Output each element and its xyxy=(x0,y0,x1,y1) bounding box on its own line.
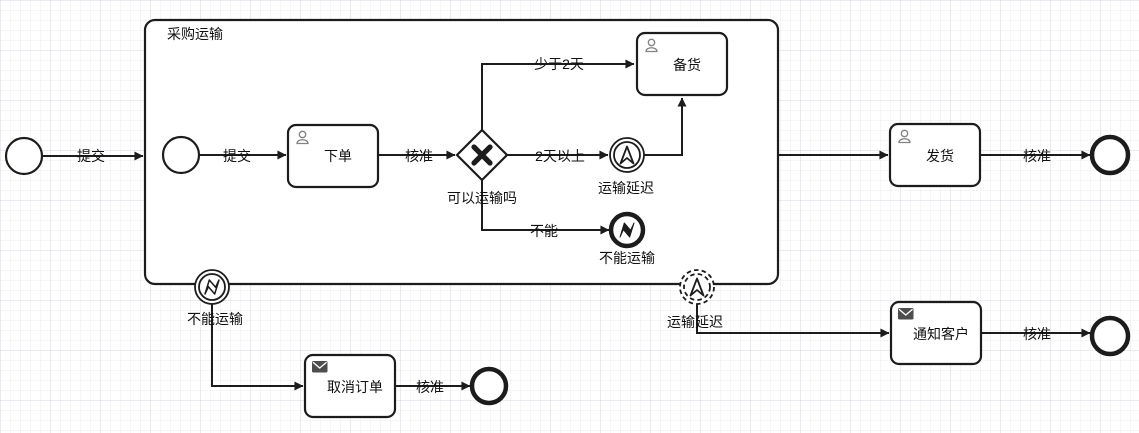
start-event-inner[interactable] xyxy=(161,135,201,175)
end-event-ship[interactable] xyxy=(1089,134,1131,176)
flow-boundary-error-to-cancel[interactable] xyxy=(211,304,304,391)
task-ship-goods[interactable]: 发货 xyxy=(888,122,982,188)
error-bolt-icon xyxy=(619,222,635,238)
error-end-event[interactable]: 不能运输 xyxy=(599,211,655,266)
boundary-escalation-label: 运输延迟 xyxy=(667,314,723,330)
start-event-outer[interactable] xyxy=(4,136,44,176)
task-label: 备货 xyxy=(673,57,701,73)
escalation-arrow-icon xyxy=(619,145,635,165)
flow-label-more-than-2-days: 2天以上 xyxy=(535,148,585,164)
boundary-escalation-event[interactable]: 运输延迟 xyxy=(667,269,723,330)
boundary-error-label: 不能运输 xyxy=(187,311,243,327)
user-icon xyxy=(645,38,658,53)
end-event-cancel[interactable] xyxy=(469,366,509,406)
sequence-flows xyxy=(42,59,1091,391)
flow-label-submit-inner: 提交 xyxy=(223,148,251,164)
flow-label-approve-order: 核准 xyxy=(405,148,433,164)
task-place-order[interactable]: 下单 xyxy=(286,123,380,189)
task-label: 通知客户 xyxy=(913,326,969,342)
user-icon xyxy=(296,130,309,145)
task-label: 发货 xyxy=(926,148,954,164)
escalation-catch-event[interactable]: 运输延迟 xyxy=(598,137,654,196)
flow-boundary-escalation-to-notify[interactable] xyxy=(696,304,890,338)
flow-label-cannot: 不能 xyxy=(530,223,558,239)
task-notify-customer[interactable]: 通知客户 xyxy=(889,300,983,366)
flow-label-approve-notify: 核准 xyxy=(1023,326,1051,342)
envelope-icon xyxy=(312,361,328,373)
flow-cannot[interactable] xyxy=(481,180,610,235)
task-label: 取消订单 xyxy=(327,379,383,395)
task-prepare-goods[interactable]: 备货 xyxy=(635,31,729,97)
envelope-icon xyxy=(898,308,914,320)
flow-label-approve-ship: 核准 xyxy=(1023,148,1051,164)
task-label: 下单 xyxy=(324,148,352,164)
flow-label-approve-cancel: 核准 xyxy=(416,379,444,395)
gateway-can-transport[interactable]: 可以运输吗 xyxy=(447,128,517,206)
flow-labels: 提交 提交 核准 少于2天 2天以上 不能 核准 核准 核准 xyxy=(77,56,1051,395)
error-end-label: 不能运输 xyxy=(599,250,655,266)
boundary-error-event[interactable]: 不能运输 xyxy=(187,269,243,327)
flow-less-than-2-days[interactable] xyxy=(481,59,635,130)
escalation-catch-label: 运输延迟 xyxy=(598,180,654,196)
x-gateway-icon xyxy=(471,144,493,166)
escalation-arrow-icon xyxy=(689,277,705,297)
task-cancel-order[interactable]: 取消订单 xyxy=(303,353,397,419)
subprocess-title: 采购运输 xyxy=(167,26,223,42)
error-bolt-icon xyxy=(204,279,220,295)
end-event-notify[interactable] xyxy=(1089,315,1131,357)
flow-label-less-than-2-days: 少于2天 xyxy=(534,56,584,72)
flow-delay-to-prepare[interactable] xyxy=(644,97,687,156)
user-icon xyxy=(898,129,911,144)
gateway-label: 可以运输吗 xyxy=(447,190,517,206)
flow-label-submit-outer: 提交 xyxy=(77,148,105,164)
